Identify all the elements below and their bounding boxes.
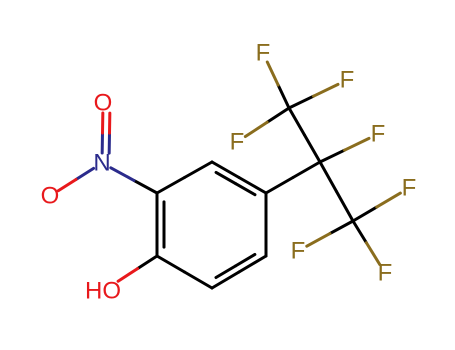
atom-label-f1: F — [256, 40, 271, 67]
bond-cq-cm2-end — [335, 190, 355, 223]
bond-c4-c5-inner-end — [214, 264, 237, 279]
atom-label-f2: F — [340, 67, 355, 94]
bond-cm2-f5-start — [351, 205, 379, 223]
bond-c6-oh-end — [116, 267, 140, 283]
bond-n-oa-start — [74, 166, 96, 181]
bond-c2-c3-end — [237, 176, 268, 195]
atom-label-f5: F — [402, 175, 417, 202]
bond-cm1-f4-end — [243, 120, 269, 139]
bond-c1-n-start — [132, 178, 159, 195]
bond-c1-c2-end — [183, 160, 214, 179]
bond-cm2-f6-start — [328, 219, 355, 236]
bond-c5-c6-end — [155, 254, 186, 274]
atom-label-oa: O — [41, 183, 60, 210]
bond-c2-c3-inner-end — [234, 182, 257, 197]
atom-label-f4: F — [230, 129, 245, 156]
bond-c2-c3-start — [210, 160, 241, 179]
bond-c3-cq-start — [264, 176, 295, 195]
bond-c1-n-end — [109, 166, 136, 182]
atom-label-f3: F — [371, 121, 386, 148]
bond-cm2-f5-end — [375, 191, 402, 209]
bond-cm1-f2-end — [311, 82, 340, 98]
bond-c4-c5-start — [237, 254, 268, 274]
bond-cq-f3-start — [318, 148, 346, 164]
bond-c2-c3-inner-start — [214, 170, 238, 186]
bond-cm1-f1-end — [265, 60, 280, 87]
bond-cq-cm2-start — [318, 160, 338, 193]
bond-cm2-f7-start — [351, 219, 368, 245]
atom-label-n: N — [93, 150, 110, 177]
bond-layer — [56, 60, 402, 290]
bond-cm1-f4-start — [265, 106, 291, 124]
bond-c1-c2-start — [155, 176, 186, 195]
bond-c5-c6-start — [183, 270, 214, 290]
atom-label-ob: O — [94, 90, 113, 117]
bond-n-oa-end — [56, 178, 78, 193]
bond-c3-cq-end — [291, 160, 322, 179]
bond-cm1-f1-start — [276, 83, 291, 110]
atom-label-f7: F — [378, 260, 393, 287]
bond-c6-oh-start — [136, 254, 159, 271]
atom-label-oh: HO — [85, 278, 121, 305]
bond-cm2-f6-end — [305, 232, 332, 248]
bond-cq-f3-end — [342, 136, 371, 152]
bond-cm2-f7-end — [364, 241, 382, 266]
bond-c4-c5-inner-start — [233, 252, 257, 268]
bond-cq-cm1-end — [287, 106, 306, 137]
bond-cq-cm1-start — [303, 133, 322, 164]
bond-c4-c5-end — [210, 270, 241, 290]
bond-cm1-f2-start — [287, 94, 315, 110]
atom-label-f6: F — [291, 238, 306, 265]
